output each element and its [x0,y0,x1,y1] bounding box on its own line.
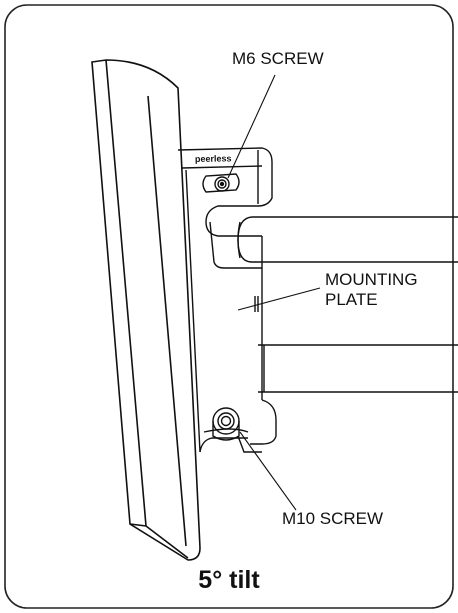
mounting-arms [237,216,458,393]
m6-screw-label: M6 SCREW [232,49,324,68]
display-panel [91,59,201,561]
mounting-plate-label-line1: MOUNTING [325,270,418,289]
m10-screw-icon [212,407,240,441]
tilt-caption: 5° tilt [198,566,260,594]
mounting-plate-label-line2: PLATE [325,290,378,309]
leader-lines [227,74,321,511]
mounting-plate-label: MOUNTING PLATE [325,270,418,310]
brand-logo: peerless [195,153,232,164]
mounting-plate-leader-line [237,287,321,311]
m6-screw-icon [202,173,240,193]
m10-screw-label: M10 SCREW [282,509,384,528]
diagram-border [4,4,454,609]
mounting-bracket [177,147,277,453]
m6-leader-line [227,74,276,179]
m10-leader-line [239,431,297,511]
